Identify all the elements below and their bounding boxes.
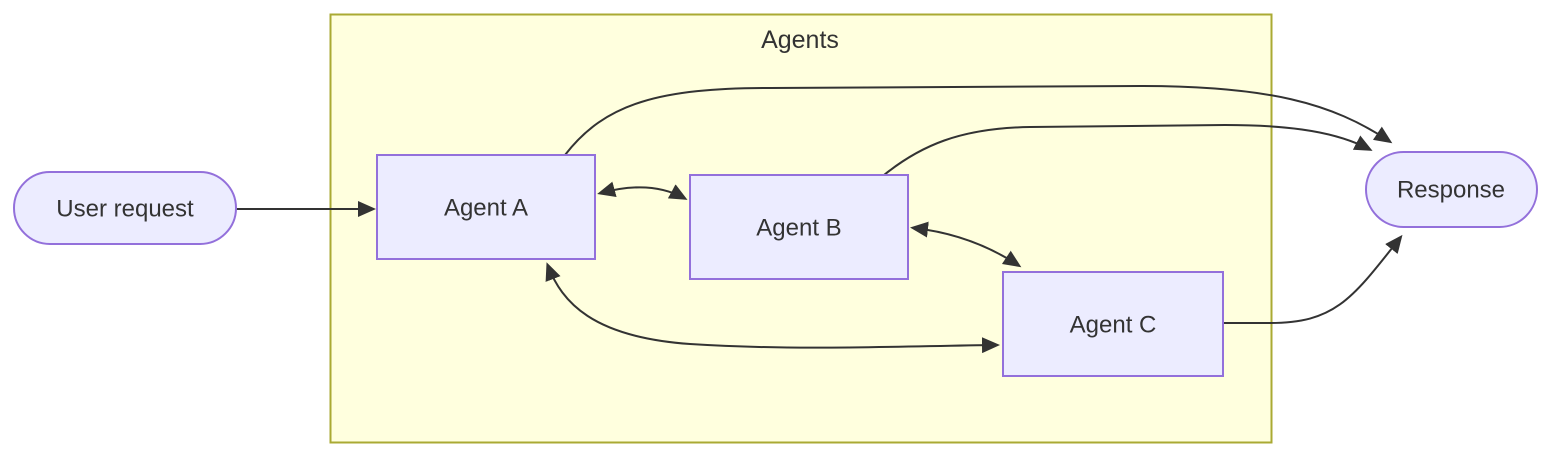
node-agent-a-label: Agent A bbox=[444, 195, 528, 222]
edge-agent-c-to-response bbox=[1223, 234, 1403, 324]
edge-agent-a-agent-b-bidirectional bbox=[597, 181, 688, 200]
node-agent-b-label: Agent B bbox=[756, 215, 841, 242]
node-response: Response bbox=[1365, 151, 1538, 228]
node-user-request: User request bbox=[13, 171, 237, 245]
edge-agent-a-to-response bbox=[564, 84, 1393, 156]
node-agent-b-shape bbox=[689, 174, 909, 280]
node-user-request-label: User request bbox=[56, 196, 194, 223]
node-agent-c-label: Agent C bbox=[1070, 312, 1157, 339]
node-response-shape bbox=[1365, 151, 1538, 228]
node-user-request-shape bbox=[13, 171, 237, 245]
node-agent-a-shape bbox=[376, 154, 596, 260]
node-agent-c: Agent C bbox=[1002, 271, 1224, 377]
cluster-agents-label: Agents bbox=[761, 26, 839, 54]
edge-agent-b-agent-c-bidirectional bbox=[910, 221, 1022, 268]
node-agent-c-shape bbox=[1002, 271, 1224, 377]
node-response-label: Response bbox=[1397, 177, 1505, 204]
edge-agent-b-to-response bbox=[883, 123, 1373, 176]
node-agent-b: Agent B bbox=[689, 174, 909, 280]
edge-agent-a-agent-c-bidirectional bbox=[545, 262, 1000, 354]
node-agent-a: Agent A bbox=[376, 154, 596, 260]
